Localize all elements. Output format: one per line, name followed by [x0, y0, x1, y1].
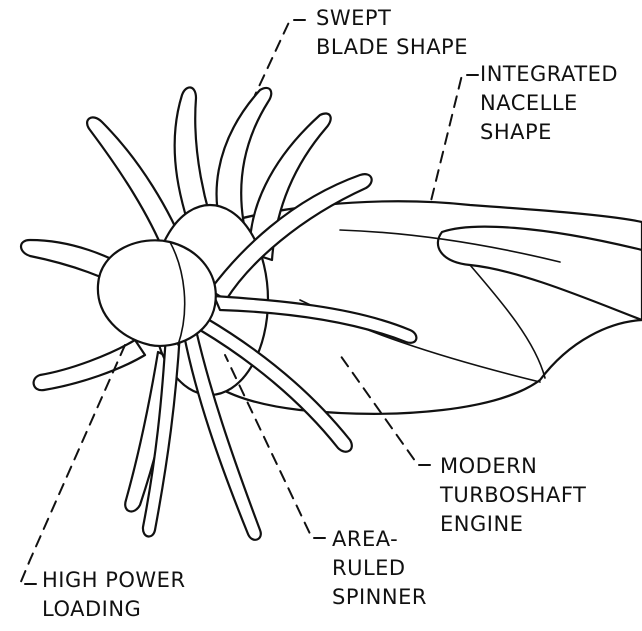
label-line: TURBOSHAFT: [440, 481, 586, 510]
leader-nacelle: [430, 75, 478, 205]
label-line: BLADE SHAPE: [316, 33, 468, 62]
label-line: MODERN: [440, 452, 586, 481]
label-line: SPINNER: [332, 583, 427, 612]
label-line: NACELLE: [480, 89, 618, 118]
label-line: AREA-: [332, 525, 427, 554]
label-high-power-loading: HIGH POWER LOADING: [42, 566, 186, 624]
label-line: INTEGRATED: [480, 60, 618, 89]
label-line: LOADING: [42, 595, 186, 624]
blade-6: [34, 340, 145, 390]
label-line: SHAPE: [480, 118, 618, 147]
label-line: SWEPT: [316, 4, 468, 33]
spinner-cone: [98, 240, 216, 346]
label-line: ENGINE: [440, 510, 586, 539]
label-swept-blade-shape: SWEPT BLADE SHAPE: [316, 4, 468, 62]
label-line: HIGH POWER: [42, 566, 186, 595]
leader-swept-blade: [255, 20, 305, 95]
label-area-ruled-spinner: AREA- RULED SPINNER: [332, 525, 427, 612]
label-modern-turboshaft-engine: MODERN TURBOSHAFT ENGINE: [440, 452, 586, 539]
label-integrated-nacelle-shape: INTEGRATED NACELLE SHAPE: [480, 60, 618, 147]
label-line: RULED: [332, 554, 427, 583]
